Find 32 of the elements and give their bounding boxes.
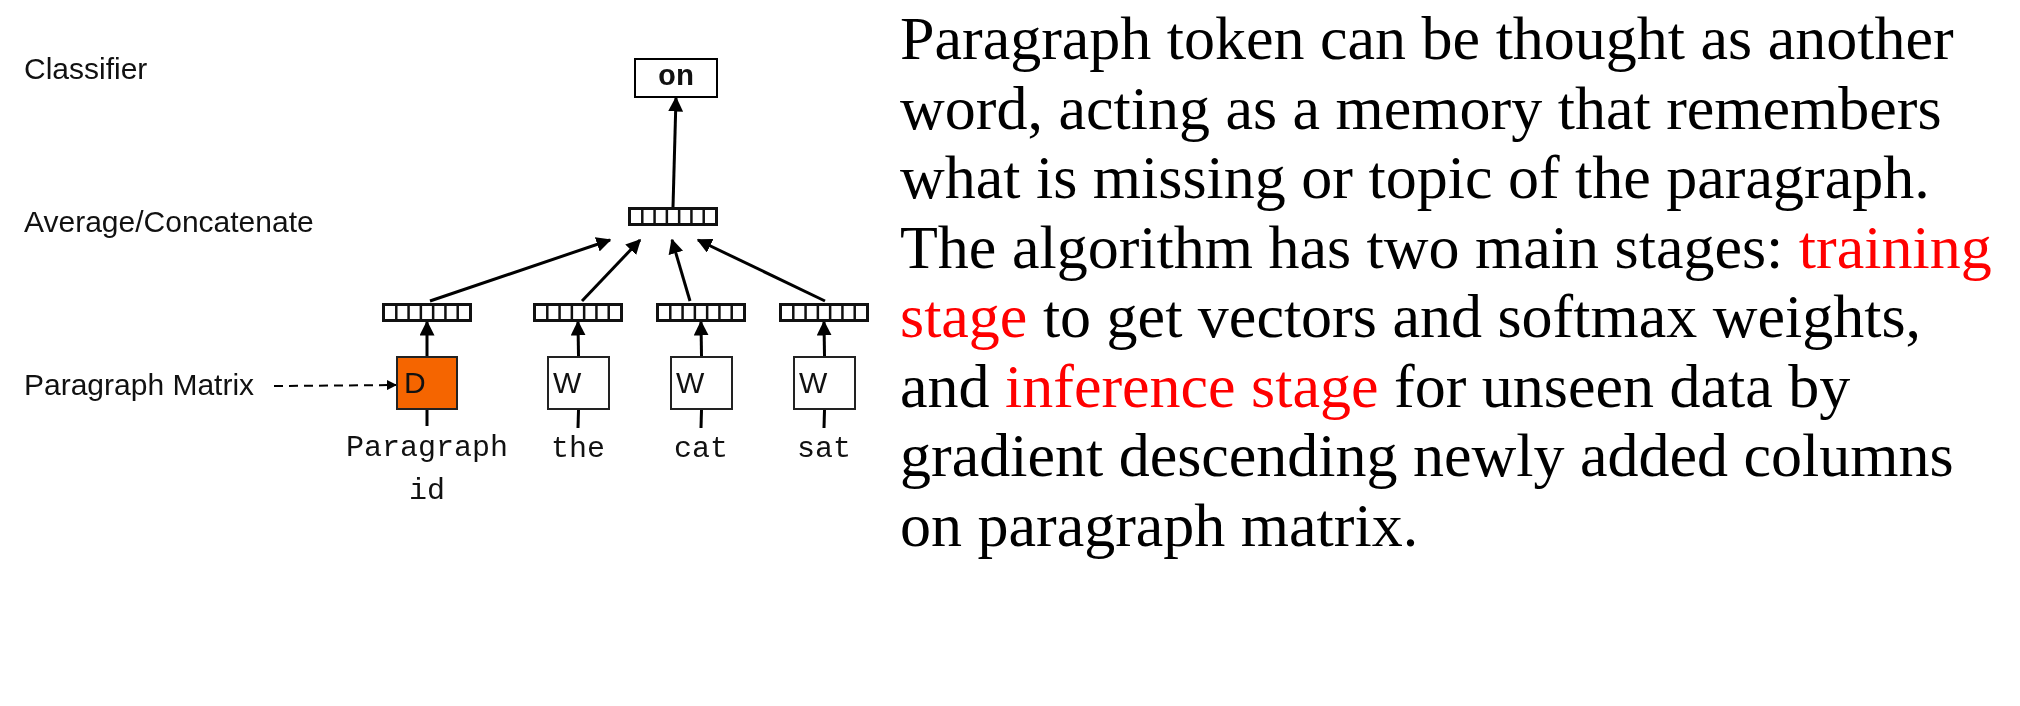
output-word: on <box>658 59 694 97</box>
arrow <box>429 237 612 303</box>
connector-line <box>699 409 703 429</box>
arrow <box>419 320 435 356</box>
explanation-paragraph: Paragraph token can be thought as another word, acting as a memory that remembers what is missing or topic of the paragraph. The algorithm has two main stages: training stage to get vectors and softmax weights, and inference stage for unseen data by gradient descending newly added columns on paragraph matrix. <box>900 4 1993 560</box>
arrow <box>693 320 709 357</box>
input-word: Paragraph id <box>346 429 508 510</box>
matrix-letter: W <box>553 366 582 400</box>
word-matrix-box <box>793 356 856 410</box>
connector-line <box>576 409 580 429</box>
word-matrix-box <box>670 356 733 410</box>
arrow <box>580 238 642 303</box>
paragraph-matrix-box <box>396 356 458 410</box>
arrow <box>668 96 684 208</box>
input-word: sat <box>797 431 851 469</box>
word-matrix-box <box>547 356 610 410</box>
matrix-letter: W <box>676 366 705 400</box>
arrow <box>816 320 832 357</box>
arrow <box>696 238 826 303</box>
matrix-letter: W <box>799 366 828 400</box>
side-label: Paragraph Matrix <box>24 368 255 402</box>
layer-label: Classifier <box>24 52 148 86</box>
arrow <box>273 380 397 391</box>
output-box <box>634 58 718 98</box>
connector-line <box>822 409 826 429</box>
input-word: the <box>551 431 605 469</box>
input-word: cat <box>674 431 728 469</box>
arrow <box>668 238 692 302</box>
layer-label: Average/Concatenate <box>24 205 314 239</box>
connector-line <box>425 410 429 426</box>
arrow <box>570 320 586 357</box>
matrix-letter: D <box>404 366 426 400</box>
